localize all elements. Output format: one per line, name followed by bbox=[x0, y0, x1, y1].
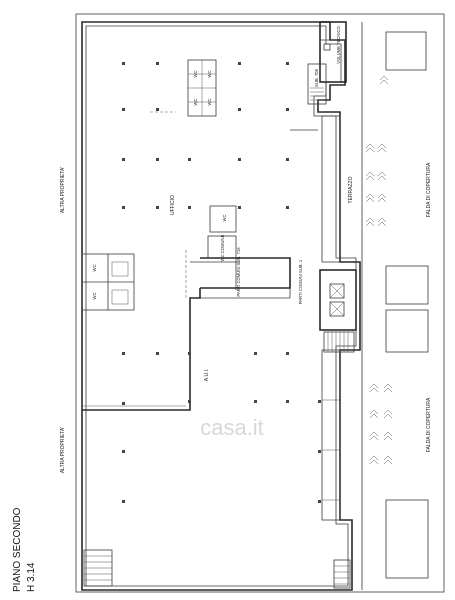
terrazzo-area bbox=[321, 115, 341, 263]
label-terrazzo: TERRAZZO bbox=[348, 176, 354, 203]
label-falda-top: FALDA DI COPERTURA bbox=[426, 162, 432, 217]
label-falda-bottom: FALDA DI COPERTURA bbox=[426, 397, 432, 452]
label-wc-comune: WC COMUNE bbox=[220, 234, 225, 261]
volume-tecnico-room bbox=[319, 21, 347, 83]
roof-skylight-bottom bbox=[385, 499, 429, 579]
watermark: casa.it bbox=[200, 415, 264, 440]
label-wc-top-2: WC bbox=[207, 71, 212, 78]
label-sub-708: SUB. 708 bbox=[314, 68, 319, 87]
sheet-frame bbox=[75, 13, 445, 593]
parti-comuni-corridor bbox=[200, 257, 291, 289]
lift-1 bbox=[329, 283, 345, 299]
label-ufficio: UFFICIO bbox=[170, 195, 176, 215]
label-wc-top-1: WC bbox=[193, 71, 198, 78]
label-parti-comuni-sub715: PARTI COMUNI SUB. 715 bbox=[236, 247, 241, 297]
label-altra-proprieta-top: ALTRA PROPRIETA' bbox=[60, 167, 66, 213]
label-wc-center: WC bbox=[222, 215, 227, 222]
label-altra-proprieta-bottom: ALTRA PROPRIETA' bbox=[60, 427, 66, 473]
label-parti-comuni-sub1: PARTI COMUNI SUB. 1 bbox=[298, 259, 303, 304]
roof-skylight-top bbox=[385, 31, 427, 71]
sub-708-stair bbox=[307, 63, 327, 105]
label-aui: A.U.I. bbox=[204, 369, 210, 382]
label-volume-tecnico: VOLUME TECNICO bbox=[336, 25, 341, 63]
lift-2 bbox=[329, 301, 345, 317]
columns bbox=[122, 62, 321, 503]
plan-height: H 3.14 bbox=[26, 562, 37, 592]
plan-title: PIANO SECONDO bbox=[12, 507, 23, 592]
aui-boundary bbox=[82, 288, 201, 411]
terrazzo-lower bbox=[321, 349, 341, 521]
label-wc-left-1: WC bbox=[92, 265, 97, 272]
roof-skylight-1 bbox=[385, 265, 429, 305]
stair-core bbox=[319, 269, 357, 331]
roof-skylight-2 bbox=[385, 309, 429, 353]
label-wc-top-3: WC bbox=[193, 99, 198, 106]
building-outline bbox=[81, 21, 361, 591]
stair-bottom-right bbox=[333, 559, 351, 589]
wc-center bbox=[209, 205, 237, 233]
label-wc-left-2: WC bbox=[92, 293, 97, 300]
stair-flight bbox=[323, 331, 355, 353]
label-wc-top-4: WC bbox=[207, 99, 212, 106]
roof-texture-lower bbox=[369, 383, 393, 465]
roof-texture-upper bbox=[365, 75, 389, 227]
building-inner-line bbox=[85, 25, 357, 587]
